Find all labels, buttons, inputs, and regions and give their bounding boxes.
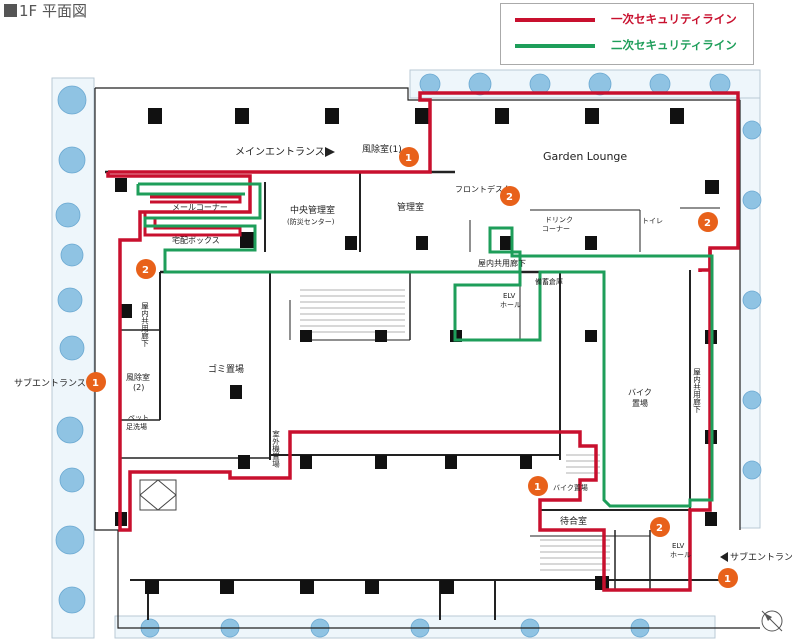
room-labels: メインエントランス 風除室(1) フロントデスク Garden Lounge メ… bbox=[126, 143, 691, 559]
mail-corner-label: メールコーナー bbox=[172, 203, 228, 212]
garden-lounge-label: Garden Lounge bbox=[543, 150, 627, 163]
legend-secondary-line bbox=[515, 44, 595, 48]
parcel-box-label: 宅配ボックス bbox=[172, 235, 220, 245]
legend-primary-label: 一次セキュリティライン bbox=[611, 12, 737, 26]
sub-entrance-left-label: サブエントランス bbox=[14, 377, 86, 389]
indoor-corridor-h-label: 屋内共用廊下 bbox=[478, 258, 526, 268]
svg-text:2: 2 bbox=[506, 192, 513, 203]
pet-wash-label-1: ペット bbox=[128, 414, 149, 422]
windbreak-2-label-1: 風除室 bbox=[126, 372, 150, 382]
windbreak-1-label: 風除室(1) bbox=[362, 143, 402, 155]
marker-sub-entrance-right: 1 bbox=[718, 568, 738, 588]
vertical-labels: 屋内共用廊下 室外機置場 屋内共用廊下 bbox=[140, 302, 701, 469]
marker-front-desk: 2 bbox=[500, 186, 520, 206]
marker-bike-place: 1 bbox=[528, 476, 548, 496]
sub-entrance-right-arrow-icon bbox=[720, 552, 728, 562]
primary-security-line bbox=[106, 91, 740, 592]
bike-place-label: バイク置場 bbox=[553, 483, 588, 492]
legend-secondary: 二次セキュリティライン bbox=[515, 36, 749, 56]
svg-text:2: 2 bbox=[656, 523, 663, 534]
waiting-room-label: 待合室 bbox=[560, 515, 587, 527]
page-title-text: 1F 平面図 bbox=[19, 2, 87, 20]
drink-corner-label-1: ドリンク bbox=[545, 216, 573, 224]
svg-text:1: 1 bbox=[534, 482, 541, 493]
building-walls bbox=[94, 87, 760, 629]
north-arrow-icon bbox=[761, 610, 783, 632]
mgmt-office-label: 管理室 bbox=[397, 201, 424, 213]
svg-text:1: 1 bbox=[724, 574, 731, 585]
central-mgmt-sub-label: (防災センター) bbox=[287, 217, 335, 226]
legend-secondary-label: 二次セキュリティライン bbox=[611, 38, 737, 52]
elv-hall-2-label-1: ELV bbox=[672, 542, 685, 550]
marker-elv-hall-2: 2 bbox=[650, 517, 670, 537]
marker-west-corridor: 2 bbox=[136, 259, 156, 279]
marker-lounge: 2 bbox=[698, 212, 718, 232]
central-mgmt-label: 中央管理室 bbox=[290, 204, 335, 216]
stairs bbox=[300, 289, 610, 571]
windbreak-2-label-2: (2) bbox=[133, 383, 144, 392]
main-entrance-label: メインエントランス bbox=[235, 146, 325, 158]
columns bbox=[115, 108, 719, 594]
drink-corner-label-2: コーナー bbox=[542, 225, 570, 233]
sub-entrance-right-label: サブエントランス bbox=[730, 551, 792, 563]
marker-sub-entrance-left: 1 bbox=[86, 372, 106, 392]
main-entrance-arrow-icon bbox=[325, 147, 335, 157]
legend: 一次セキュリティライン 二次セキュリティライン bbox=[500, 3, 754, 65]
storage-label: 備蓄倉庫 bbox=[535, 277, 563, 286]
svg-text:2: 2 bbox=[142, 265, 149, 276]
elv-hall-2-label-2: ホール bbox=[670, 551, 691, 559]
legend-primary: 一次セキュリティライン bbox=[515, 10, 749, 30]
entrance-labels: サブエントランス サブエントランス bbox=[14, 147, 792, 563]
elv-hall-label-1: ELV bbox=[503, 292, 516, 300]
shafts bbox=[139, 479, 177, 511]
secondary-security-line bbox=[136, 182, 714, 508]
page-title: 1F 平面図 bbox=[4, 0, 87, 21]
markers: 1 2 2 2 1 1 2 1 bbox=[86, 147, 738, 588]
legend-primary-line bbox=[515, 18, 595, 22]
title-square-icon bbox=[4, 4, 17, 17]
garbage-label: ゴミ置場 bbox=[208, 363, 244, 375]
svg-text:2: 2 bbox=[704, 218, 711, 229]
front-desk-label: フロントデスク bbox=[455, 184, 511, 194]
outdoor-storage-label: 室外機置場 bbox=[271, 429, 280, 469]
landscape bbox=[51, 69, 762, 639]
elv-hall-label-2: ホール bbox=[500, 301, 521, 309]
bike-parking-label-2: 置場 bbox=[632, 398, 648, 408]
marker-windbreak-1: 1 bbox=[399, 147, 419, 167]
svg-text:1: 1 bbox=[92, 378, 99, 389]
svg-text:1: 1 bbox=[405, 153, 412, 164]
toilet-label: トイレ bbox=[642, 217, 663, 225]
bike-parking-label-1: バイク bbox=[628, 388, 652, 397]
pet-wash-label-2: 足洗場 bbox=[126, 422, 147, 431]
indoor-corridor-v1-label: 屋内共用廊下 bbox=[140, 302, 149, 349]
indoor-corridor-v2-label: 屋内共用廊下 bbox=[692, 368, 701, 415]
